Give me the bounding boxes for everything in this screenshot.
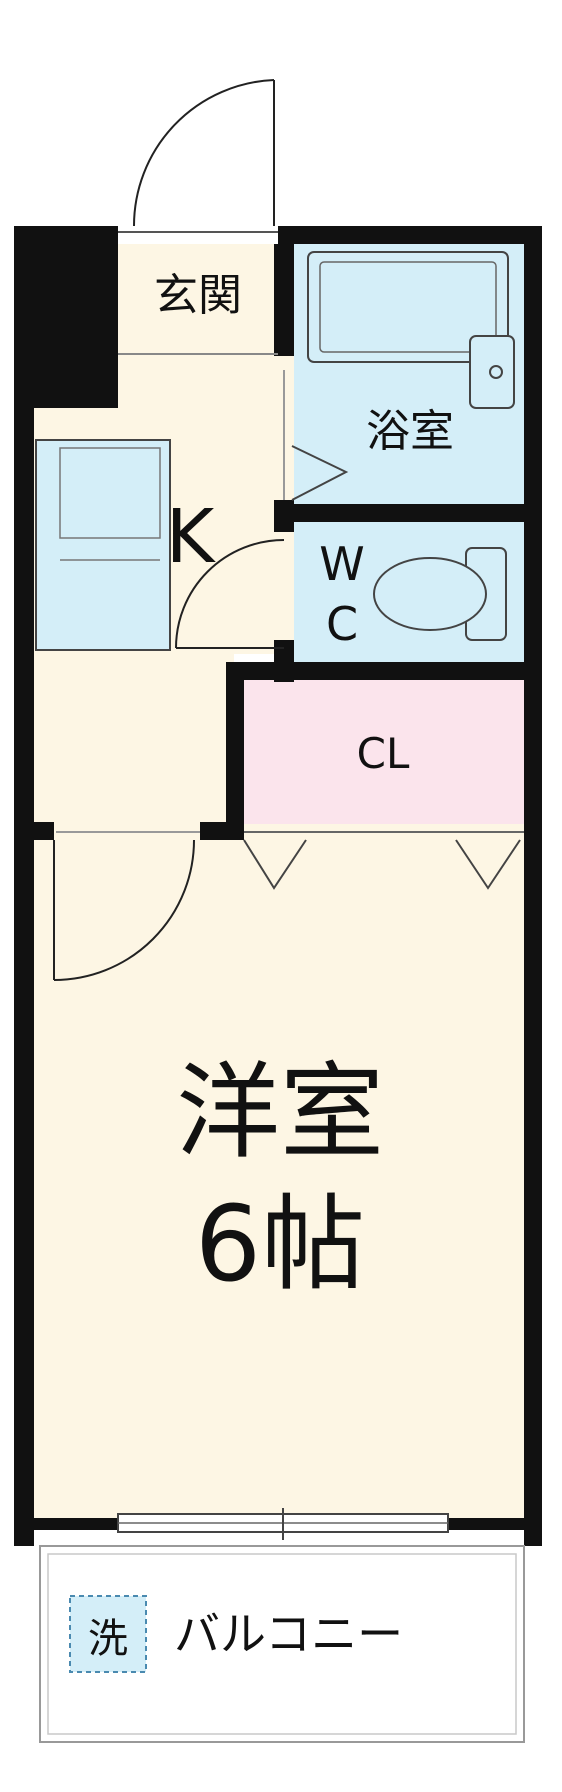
entrance-floor — [118, 242, 278, 354]
washer-space — [69, 1595, 147, 1673]
wc-door-swing — [175, 539, 285, 649]
western-room-label: 洋室 — [176, 1051, 384, 1173]
bath-label: 浴室 — [366, 406, 454, 457]
kitchen-label: K — [166, 494, 217, 580]
entrance-door-opening — [118, 226, 278, 244]
closet-label: CL — [357, 729, 410, 778]
western-room-floor — [34, 824, 526, 1524]
washer-label: 洗 — [88, 1616, 128, 1662]
balcony-railing — [39, 1545, 525, 1743]
bathtub — [307, 251, 509, 363]
closet-door-right[interactable] — [455, 839, 521, 890]
entrance-door-swing — [132, 79, 275, 227]
drain-icon — [489, 365, 503, 379]
kitchen-counter — [35, 439, 171, 651]
entrance-label: 玄関 — [154, 270, 242, 321]
wc-label-bottom: C — [326, 597, 358, 651]
stove-area — [59, 447, 161, 539]
balcony-label: バルコニー — [174, 1607, 403, 1661]
room-door-swing — [53, 839, 195, 981]
wc-label-top: W — [319, 537, 364, 591]
hall-floor — [34, 654, 234, 824]
walls — [14, 226, 542, 1546]
wc-door-opening — [274, 532, 294, 640]
bath-door-swing — [291, 445, 349, 501]
bathtub-inner — [319, 261, 497, 353]
wash-basin — [469, 335, 515, 409]
balcony-inner — [47, 1553, 517, 1735]
closet-door-left[interactable] — [243, 839, 307, 890]
closet-floor — [240, 676, 526, 824]
toilet-bowl — [373, 557, 487, 631]
western-room-size: 6帖 — [195, 1183, 365, 1305]
